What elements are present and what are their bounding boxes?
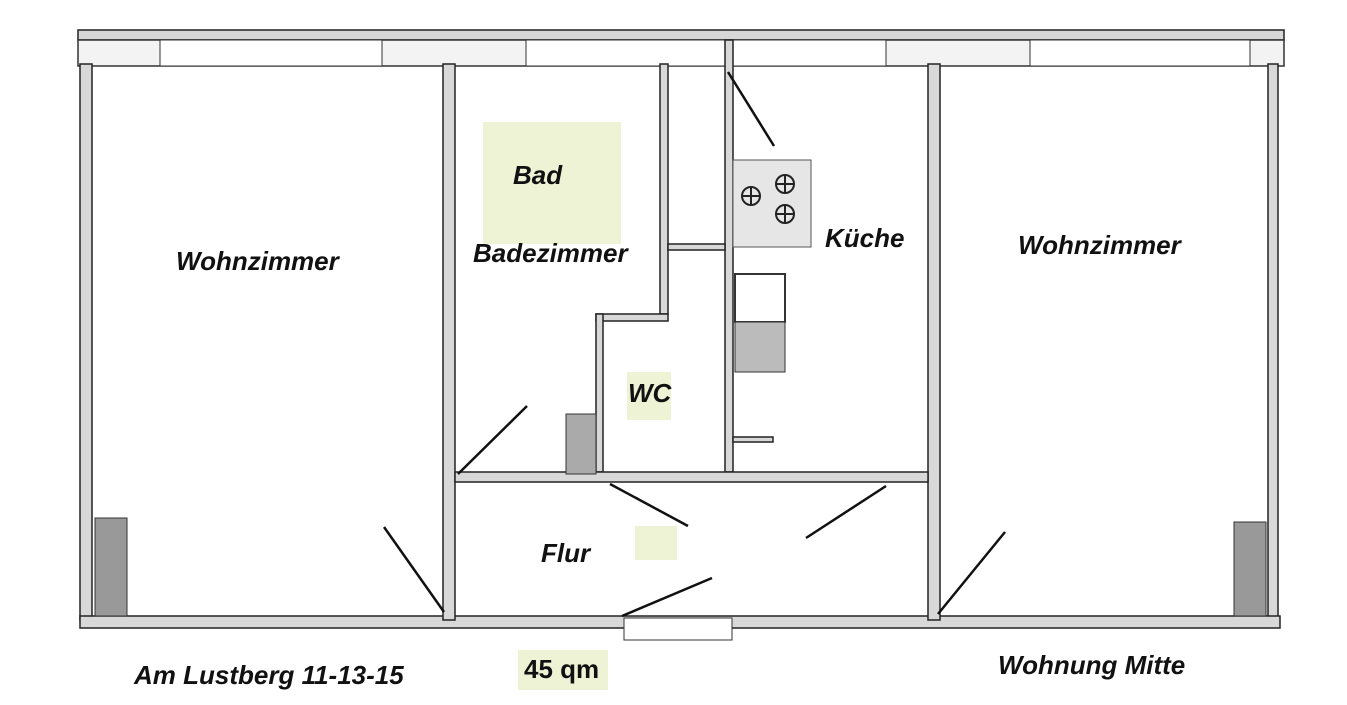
address-label: Am Lustberg 11-13-15 bbox=[133, 660, 404, 690]
room-label-bad: Bad bbox=[513, 160, 563, 190]
outer-walls bbox=[79, 63, 1281, 641]
area-label: 45 qm bbox=[524, 654, 599, 684]
room-label-kueche: Küche bbox=[825, 223, 904, 253]
interior-walls bbox=[442, 39, 941, 621]
radiator-bath-icon bbox=[565, 413, 597, 475]
room-label-flur: Flur bbox=[541, 538, 592, 568]
top-facade bbox=[77, 29, 1285, 67]
doors bbox=[382, 71, 1006, 618]
sink-icon bbox=[734, 273, 786, 373]
stove-icon bbox=[732, 159, 812, 248]
unit-label: Wohnung Mitte bbox=[998, 650, 1185, 680]
radiator-right-icon bbox=[1233, 521, 1267, 617]
room-label-badezimmer: Badezimmer bbox=[473, 238, 629, 268]
room-label-wohnzimmer-left: Wohnzimmer bbox=[176, 246, 341, 276]
flur-highlight bbox=[635, 526, 677, 560]
room-label-wc: WC bbox=[628, 378, 673, 408]
radiator-left-icon bbox=[94, 517, 128, 617]
bad-highlight bbox=[483, 122, 621, 244]
wc-highlight bbox=[627, 372, 671, 420]
area-highlight bbox=[518, 650, 608, 690]
room-label-wohnzimmer-right: Wohnzimmer bbox=[1018, 230, 1183, 260]
